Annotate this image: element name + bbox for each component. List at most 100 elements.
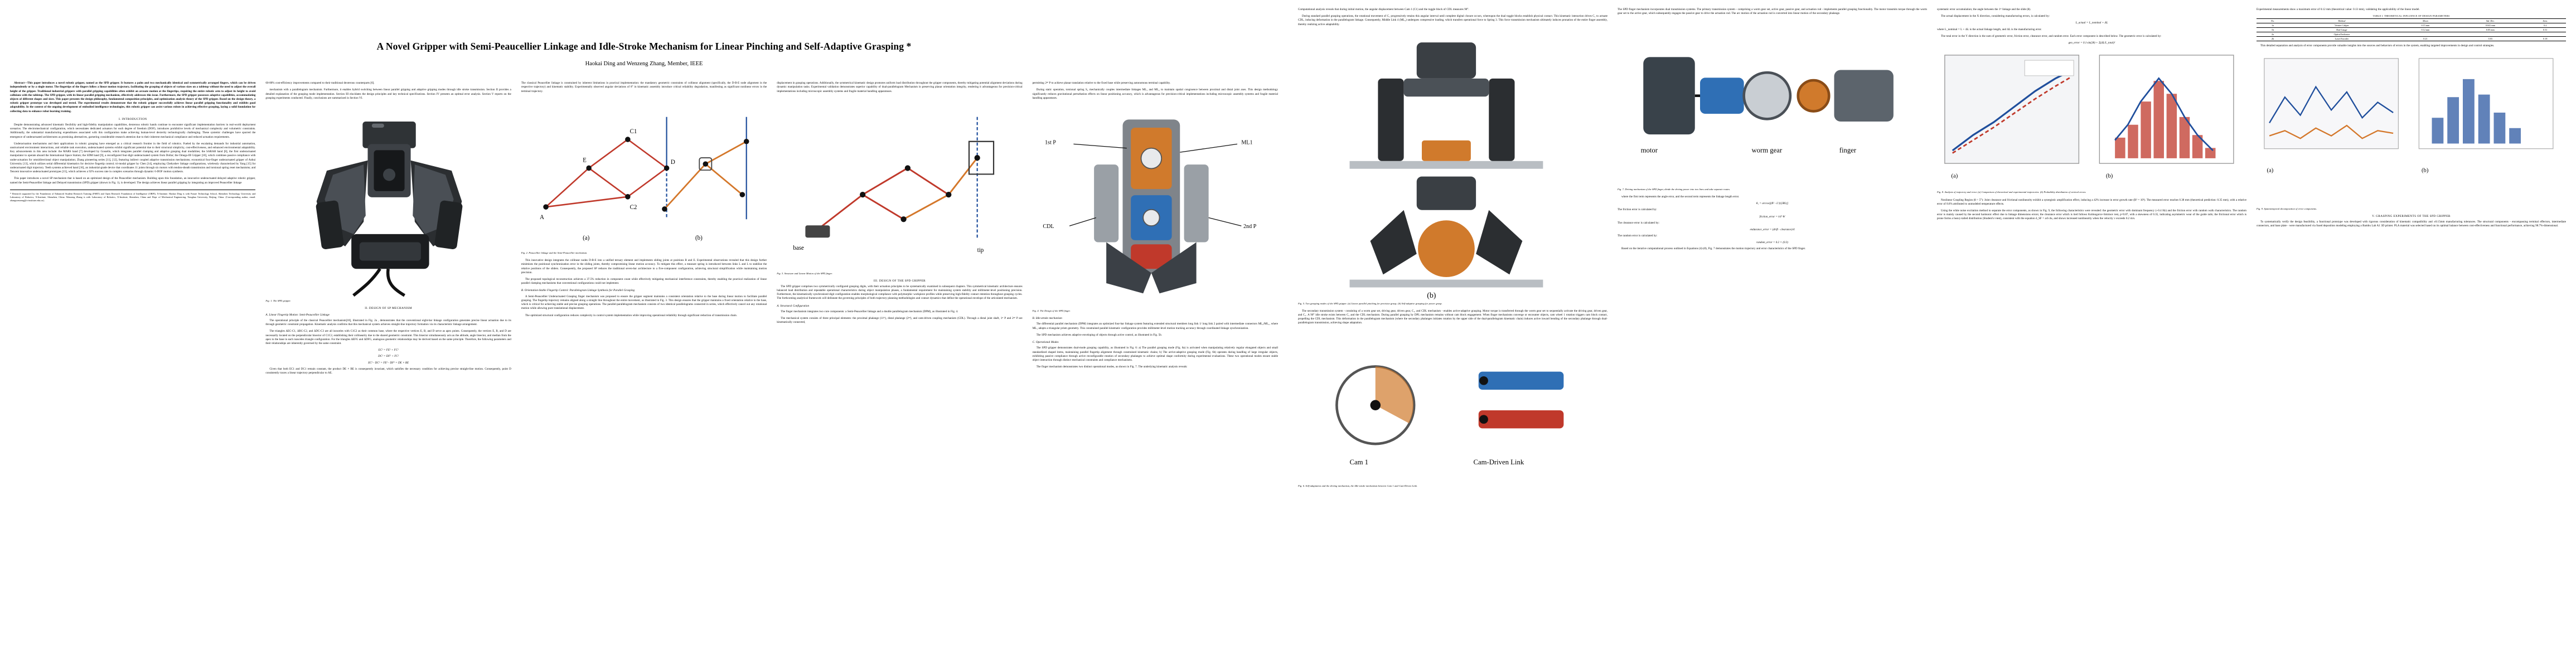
cell: 1a	[2257, 23, 2289, 28]
subsection-heading-b: B. Orientation-Stable Fingertip Control:…	[521, 289, 635, 293]
body-paragraph: During standard parallel grasping operat…	[1298, 14, 1607, 26]
figure-7-graphic: motor worm gear finger	[1618, 18, 1927, 187]
body-paragraph: displacement in grasping operations. Add…	[777, 81, 1023, 93]
svg-text:tip: tip	[977, 247, 984, 254]
body-paragraph: The differential parallel mechanism (DPM…	[1032, 322, 1279, 330]
body-paragraph: The SPD mechanism achieves adaptive enve…	[1036, 333, 1162, 337]
table-col-no: No.	[2257, 18, 2289, 24]
figure-9-graphic: (a) (b)	[2257, 51, 2566, 206]
figure-4-caption: Fig. 4. The Design of the SPD finger.	[1032, 309, 1071, 312]
equation: DC² = DF² + FC²	[378, 355, 399, 358]
column-9: Experimental measurements show a maximum…	[2257, 8, 2566, 492]
svg-text:C1: C1	[630, 128, 637, 135]
cell: 0.18	[2524, 36, 2566, 42]
table-col-mean: Mean	[2394, 18, 2457, 24]
svg-text:CDL: CDL	[1043, 224, 1054, 230]
cell	[2394, 32, 2457, 37]
table-1-design-parameters: TABLE I. THEORETICAL INFLUENCE OF DESIGN…	[2257, 14, 2566, 42]
svg-text:D: D	[671, 159, 675, 166]
subsection-heading-idlestroke: B. Idle-stroke mechanism	[1032, 317, 1062, 321]
body-paragraph: The optimized structural configuration r…	[525, 313, 737, 317]
body-paragraph: The classical Peaucellier linkage is con…	[521, 81, 767, 93]
body-paragraph: The clearance error is calculated by:	[1618, 221, 1659, 225]
cell: Dial Gauge	[2289, 27, 2395, 33]
body-paragraph: To systematically verify the design feas…	[2257, 220, 2566, 228]
figure-1-gripper-photo	[265, 103, 511, 298]
body-paragraph: The finger mechanism integrates two core…	[781, 310, 958, 314]
figure-9-caption: Fig. 9. Spatiotemporal decomposition of …	[2257, 207, 2317, 210]
table-row: 1b Dial Gauge 0.12 mm 0.05 mm 0.31	[2257, 27, 2566, 33]
cell: Vernier Caliper	[2289, 23, 2395, 28]
svg-text:(b): (b)	[695, 235, 703, 241]
column-7: The SPD finger mechanism incorporates du…	[1618, 8, 1927, 492]
body-paragraph: Experimental measurements show a maximum…	[2257, 8, 2420, 11]
figure-5-grasp-modes: (a) (b)	[1298, 29, 1607, 300]
cell: 0.05 mm	[2456, 27, 2525, 33]
subsection-heading-a: A. Linear Fingertip Motion: Semi-Peaucel…	[265, 313, 330, 317]
table-col-method: Method	[2289, 18, 2395, 24]
subsection-heading-structural: A. Structural Configuration	[777, 304, 810, 308]
figure-3-structure-diagram: base tip	[777, 96, 1023, 270]
cell: 0.31	[2524, 27, 2566, 33]
svg-text:Cam 1: Cam 1	[1350, 459, 1369, 467]
cell: 0.21	[2394, 36, 2457, 42]
svg-text:finger: finger	[1839, 147, 1857, 154]
cell: 0.2	[2524, 23, 2566, 28]
table-col-sens: Sens.	[2524, 18, 2566, 24]
table-row: 2b Laser Encoder 0.21 0.03 0.18	[2257, 36, 2566, 42]
body-paragraph: The random error is calculated by:	[1618, 234, 1658, 238]
figure-7-caption: Fig. 7. Driving mechanism of the SPD fin…	[1618, 188, 1731, 191]
table-caption: TABLE I. THEORETICAL INFLUENCE OF DESIGN…	[2372, 14, 2450, 18]
cell: 0.03	[2456, 36, 2525, 42]
body-paragraph: permitting 2ⁿᵈ P to achieve planar trans…	[1032, 81, 1171, 85]
section-heading-design: II. DESIGN OF SP MECHANISM	[365, 306, 413, 310]
cell: 0.12 mm	[2394, 27, 2457, 33]
body-paragraph: where the first term represents the angl…	[1621, 195, 1740, 199]
body-paragraph: Underactuation mechanisms and their appl…	[10, 142, 256, 174]
body-paragraph: A Semi-Peaucellier Underactuated Graspin…	[521, 294, 767, 311]
equation: EC² = FE² + FC²	[378, 349, 399, 352]
svg-text:(a): (a)	[1951, 173, 1958, 180]
figure-2-caption: Fig. 2. Peaucellier linkage and the Semi…	[521, 251, 588, 254]
figure-6-self-adaptation: Cam 1 Cam-Driven Link	[1298, 328, 1607, 483]
cell	[2456, 32, 2525, 37]
equation: L_actual = L_nominal + ΔL	[2075, 22, 2108, 25]
svg-text:2nd P: 2nd P	[1243, 224, 1257, 230]
body-paragraph: Computational analysis reveals that duri…	[1298, 8, 1469, 11]
figure-1-caption: Fig. 1. The SPD gripper.	[265, 299, 291, 302]
table-row: 2a Optical Indicator	[2257, 32, 2566, 37]
svg-text:(b): (b)	[2106, 173, 2113, 180]
column-1: Abstract—This paper introduces a novel r…	[10, 81, 256, 378]
abstract-text: Abstract—This paper introduces a novel r…	[10, 81, 256, 113]
subsection-heading-modes: C. Operational Modes	[1032, 341, 1059, 345]
body-paragraph: The mechanical system consists of three …	[777, 317, 1023, 324]
figure-6-graphic: Cam 1 Cam-Driven Link	[1298, 328, 1607, 483]
body-paragraph: Nonlinear Coupling Region (θ > 5°): Join…	[1937, 198, 2246, 206]
body-paragraph: Given that both EC1 and DC1 remain const…	[265, 367, 511, 375]
table-col-std: Std. Dev.	[2456, 18, 2525, 24]
section-heading-spd: III. DESIGN OF THE SPD GRIPPER	[873, 279, 926, 283]
figure-3-graphic: base tip	[777, 96, 1023, 270]
page-title: A Novel Gripper with Semi-Peaucellier Li…	[376, 41, 912, 52]
svg-text:C2: C2	[630, 204, 637, 211]
page-1-columns: Abstract—This paper introduces a novel r…	[0, 81, 1288, 378]
body-paragraph: The SPD finger mechanism incorporates du…	[1618, 8, 1927, 16]
svg-text:motor: motor	[1641, 147, 1658, 154]
cell: 2a	[2257, 32, 2289, 37]
equation: θ₁ = arccos[(R² - L²)/(2RL)]	[1756, 202, 1789, 206]
column-2: 60-80% cost-efficiency improvements comp…	[265, 81, 511, 378]
figure-1-graphic	[265, 103, 511, 298]
body-paragraph: The proposed topological reconstruction …	[521, 277, 767, 285]
figure-5-caption: Fig. 5. Two grasping modes of the SPD gr…	[1298, 302, 1442, 305]
section-heading-introduction: I. INTRODUCTION	[118, 117, 147, 121]
table-row: 1a Vernier Caliper 0.15 mm 0.041 mm 0.2	[2257, 23, 2566, 28]
figure-8-caption: Fig. 8. Analysis of trajectory and error…	[1937, 191, 2086, 194]
body-paragraph: The finger mechanism demonstrates two di…	[1036, 365, 1188, 369]
equation: EC² - DC² = FE² - DF² = DE × BE	[368, 361, 409, 365]
column-4: displacement in grasping operations. Add…	[777, 81, 1022, 378]
body-paragraph: mechanism with a parallelogram mechanism…	[265, 88, 511, 100]
section-heading-experiments: V. GRASPING EXPERIMENTS OF THE SPD GRIPP…	[2372, 215, 2451, 218]
body-paragraph: The friction error is calculated by:	[1618, 208, 1657, 212]
body-paragraph: Using the white noise excitation method …	[1937, 209, 2246, 221]
figure-9-error-decomposition: (a) (b)	[2257, 51, 2566, 206]
